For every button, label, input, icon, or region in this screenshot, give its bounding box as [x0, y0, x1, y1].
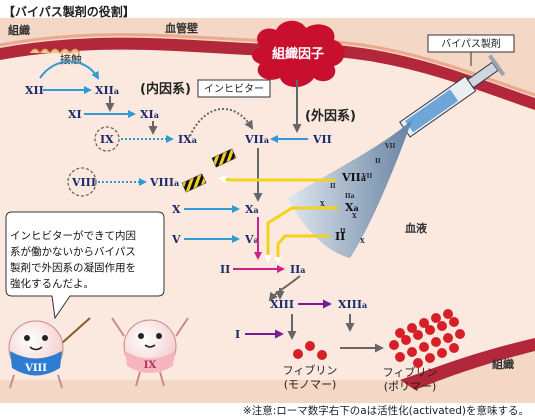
- factor-ii: II: [220, 263, 230, 276]
- factor-vii: VII: [312, 133, 332, 146]
- factor-i: I: [235, 328, 240, 341]
- factor-xiiia: XIIIa: [338, 298, 367, 311]
- intrinsic-label: (内因系): [140, 81, 191, 97]
- svg-text:VII: VII: [384, 143, 395, 150]
- factor-ixa: IXa: [178, 133, 197, 146]
- factor-viii-circle: [67, 167, 97, 197]
- inhibitor-label: インヒビター: [204, 83, 264, 95]
- svg-text:VII: VII: [361, 173, 372, 180]
- arrow-bypass-ii: [274, 234, 330, 265]
- inhibitor-barrier-lower: [181, 173, 207, 193]
- svg-text:X: X: [320, 201, 325, 208]
- factor-x: X: [172, 203, 181, 216]
- arrow-inhibitor-dotted: [189, 108, 254, 137]
- fibrin-polymer-label-1: フィブリン: [383, 365, 438, 379]
- svg-text:X: X: [360, 238, 365, 245]
- svg-text:II: II: [340, 228, 346, 235]
- speech-bubble: [5, 211, 165, 320]
- vessel-wall-label: 血管壁: [165, 21, 198, 35]
- svg-text:X: X: [352, 213, 357, 220]
- factor-viii-character: [8, 317, 91, 389]
- page-title: 【バイパス製剤の役割】: [3, 5, 135, 19]
- arrow-bypass-viia: [218, 175, 335, 184]
- arrow-iia-curve: [268, 275, 301, 302]
- factor-iia: IIa: [290, 263, 305, 276]
- vessel-wall-upper: [0, 37, 535, 111]
- svg-text:IIa: IIa: [345, 193, 355, 200]
- arrow-contact: [39, 60, 100, 80]
- svg-text:II: II: [330, 183, 336, 190]
- factor-xii: XII: [25, 84, 44, 97]
- factor-xia: XIa: [140, 108, 159, 121]
- injected-viia: VIIa: [341, 171, 366, 184]
- factor-v: V: [171, 233, 181, 246]
- factor-xiii: XIII: [270, 298, 294, 311]
- footnote: ※注意:ローマ数字右下のaは活性化(activated)を意味する。: [242, 405, 529, 417]
- contact-label: 接触: [60, 52, 82, 66]
- factor-va: Va: [244, 233, 259, 246]
- svg-text:II: II: [375, 158, 381, 165]
- coagulation-diagram: 組織因子 組織 血管壁 接触 (内因系) (外因系) 血液 組織 バイパス製剤 …: [0, 18, 535, 403]
- speech-line-4: 強化するんだよ。: [10, 278, 94, 290]
- injected-ii: II: [335, 230, 345, 243]
- speech-bubble-text: インヒビターができて内因 系が働かないからバイパス 製剤で外因系の凝固作用を 強…: [10, 228, 160, 292]
- fibrin-monomer: [293, 341, 327, 360]
- factor-viii: VIII: [71, 176, 96, 189]
- bypass-label: バイパス製剤: [441, 37, 501, 50]
- fibrin-monomer-label-2: (モノマー): [284, 378, 337, 391]
- arrow-bypass-xa: [264, 206, 338, 263]
- factor-xiia: XIIa: [95, 84, 119, 97]
- inhibitor-label-box: [197, 79, 271, 98]
- fibrin-polymer: [389, 309, 465, 368]
- contact-surface: [29, 48, 81, 54]
- factor-ix: IX: [100, 133, 114, 146]
- blood-label: 血液: [405, 221, 428, 235]
- speech-line-2: 系が働かないからバイパス: [10, 246, 136, 258]
- tissue-factor-blob: [251, 20, 345, 87]
- tissue-factor-label: 組織因子: [272, 46, 324, 62]
- tissue-bottom-label: 組織: [492, 357, 514, 371]
- extrinsic-label: (外因系): [305, 108, 356, 124]
- tissue-top-label: 組織: [8, 23, 30, 37]
- character-ix-label: IX: [144, 360, 157, 371]
- fibrin-monomer-label-1: フィブリン: [283, 363, 338, 377]
- inhibitor-barrier-upper: [211, 148, 237, 168]
- vessel-wall-lower: [400, 338, 535, 390]
- fibrin-polymer-label-2: (ポリマー): [384, 380, 437, 393]
- speech-line-3: 製剤で外因系の凝固作用を: [10, 262, 136, 274]
- speech-line-1: インヒビターができて内因: [10, 230, 136, 242]
- factor-viiia: VIIIa: [149, 176, 179, 189]
- injection-cone: [288, 120, 412, 258]
- factor-ix-character: [111, 317, 189, 387]
- factor-xa: Xa: [245, 203, 259, 216]
- injected-xa: Xa: [345, 201, 359, 214]
- factor-ix-circle: [94, 126, 120, 152]
- factor-viia: VIIa: [244, 133, 269, 146]
- factor-xi: XI: [68, 108, 82, 121]
- character-viii-label: VIII: [24, 363, 47, 374]
